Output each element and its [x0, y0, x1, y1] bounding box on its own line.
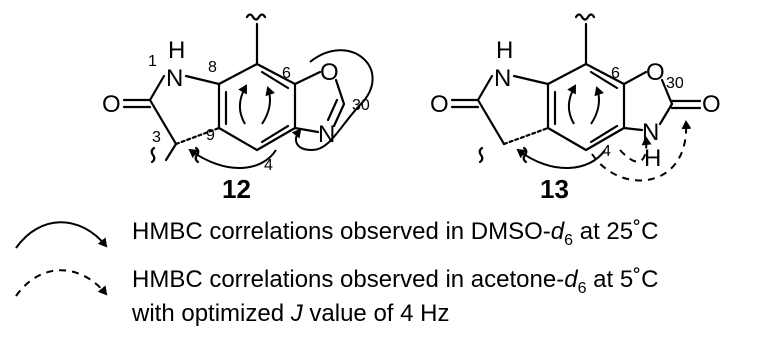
bond-c6-o-13 [622, 70, 648, 86]
num-6-12: 6 [282, 65, 291, 82]
atom-n1-13: N [494, 65, 511, 92]
num-30-12: 30 [352, 97, 370, 114]
bond-c8-n1-12 [184, 74, 221, 86]
benzene-inner-bonds-12b [260, 124, 290, 144]
num-1-12: 1 [148, 53, 157, 70]
legend-solid-arrow [15, 221, 108, 249]
bond-c30-n-12b [326, 98, 339, 122]
wavy-bond-top-13 [574, 13, 596, 21]
compound-label-13: 13 [540, 174, 569, 204]
num-30-13: 30 [666, 75, 684, 92]
bond-o-c30-12 [334, 78, 346, 106]
wavy-c3-left-12 [150, 146, 156, 164]
bond-c3-c9-13 [502, 126, 550, 146]
bond-c30-n-13 [658, 102, 674, 126]
num-4-12: 4 [264, 157, 273, 174]
hmbc-arrow-13-b [590, 86, 604, 125]
bond-c3-c9-12 [174, 126, 221, 146]
hmbc-dashed-arrow-13-a [619, 136, 652, 163]
hmbc-arrow-12-c [291, 49, 374, 152]
atom-o-ketone-13: O [430, 91, 449, 118]
wavy-bond-top-12 [245, 13, 267, 21]
hmbc-arrow-12-d [188, 148, 277, 169]
atom-h-ring-13: H [644, 145, 661, 172]
bond-c6-o-12 [293, 70, 322, 86]
bond-n1-c2-12 [148, 74, 166, 102]
legend-dashed-arrow [15, 269, 108, 297]
wedge-c3-12 [164, 142, 178, 162]
benzene-inner-bonds-12c [260, 70, 290, 90]
legend-dashed-text: HMBC correlations observed in acetone-d6… [132, 266, 659, 297]
atom-n-ring-13: N [642, 119, 659, 146]
hmbc-arrow-12-a [238, 84, 247, 125]
hmbc-arrow-12-b [261, 86, 275, 125]
bond-o-c30-13 [660, 78, 674, 106]
legend-solid-text: HMBC correlations observed in DMSO-d6 at… [132, 218, 659, 249]
num-4-13: 4 [602, 143, 611, 160]
hmbc-arrow-13-a [567, 84, 576, 125]
num-3-12: 3 [152, 129, 161, 146]
num-8-12: 8 [208, 59, 217, 76]
hmbc-dashed-arrow-13-b [591, 120, 692, 182]
atom-o-ketone-12: O [102, 91, 121, 118]
benzene-inner-bonds-13c [589, 70, 619, 90]
compound-12-structure: N H O O N 1 8 6 30 3 9 4 12 [102, 13, 374, 204]
wavy-c3-left-13 [478, 146, 484, 164]
benzene-inner-bonds-13b [589, 124, 619, 144]
bond-c30-n-12 [332, 102, 346, 128]
atom-o-carbonyl-13: O [702, 91, 721, 118]
hmbc-arrow-13-c [516, 148, 606, 169]
num-6-13: 6 [611, 65, 620, 82]
bond-n-c5-13 [622, 126, 644, 132]
atom-n-ring-12: N [318, 121, 335, 148]
bond-c2-c3-13 [476, 98, 506, 146]
atom-h1-12: H [168, 37, 185, 64]
bond-c8-n1-13 [512, 74, 550, 86]
bond-n1-c2-13 [476, 74, 494, 102]
legend-dashed-text-line2: with optimized J value of 4 Hz [132, 300, 450, 327]
compound-13-structure: N H O O O N H 6 30 4 13 [430, 13, 721, 204]
atom-n1-12: N [166, 65, 183, 92]
bond-c2-c3-12 [148, 98, 178, 146]
atom-o-ring-13: O [646, 59, 665, 86]
compound-label-12: 12 [222, 174, 251, 204]
atom-o-ring-12: O [320, 59, 339, 86]
num-9-12: 9 [206, 127, 215, 144]
atom-h1-13: H [496, 37, 513, 64]
